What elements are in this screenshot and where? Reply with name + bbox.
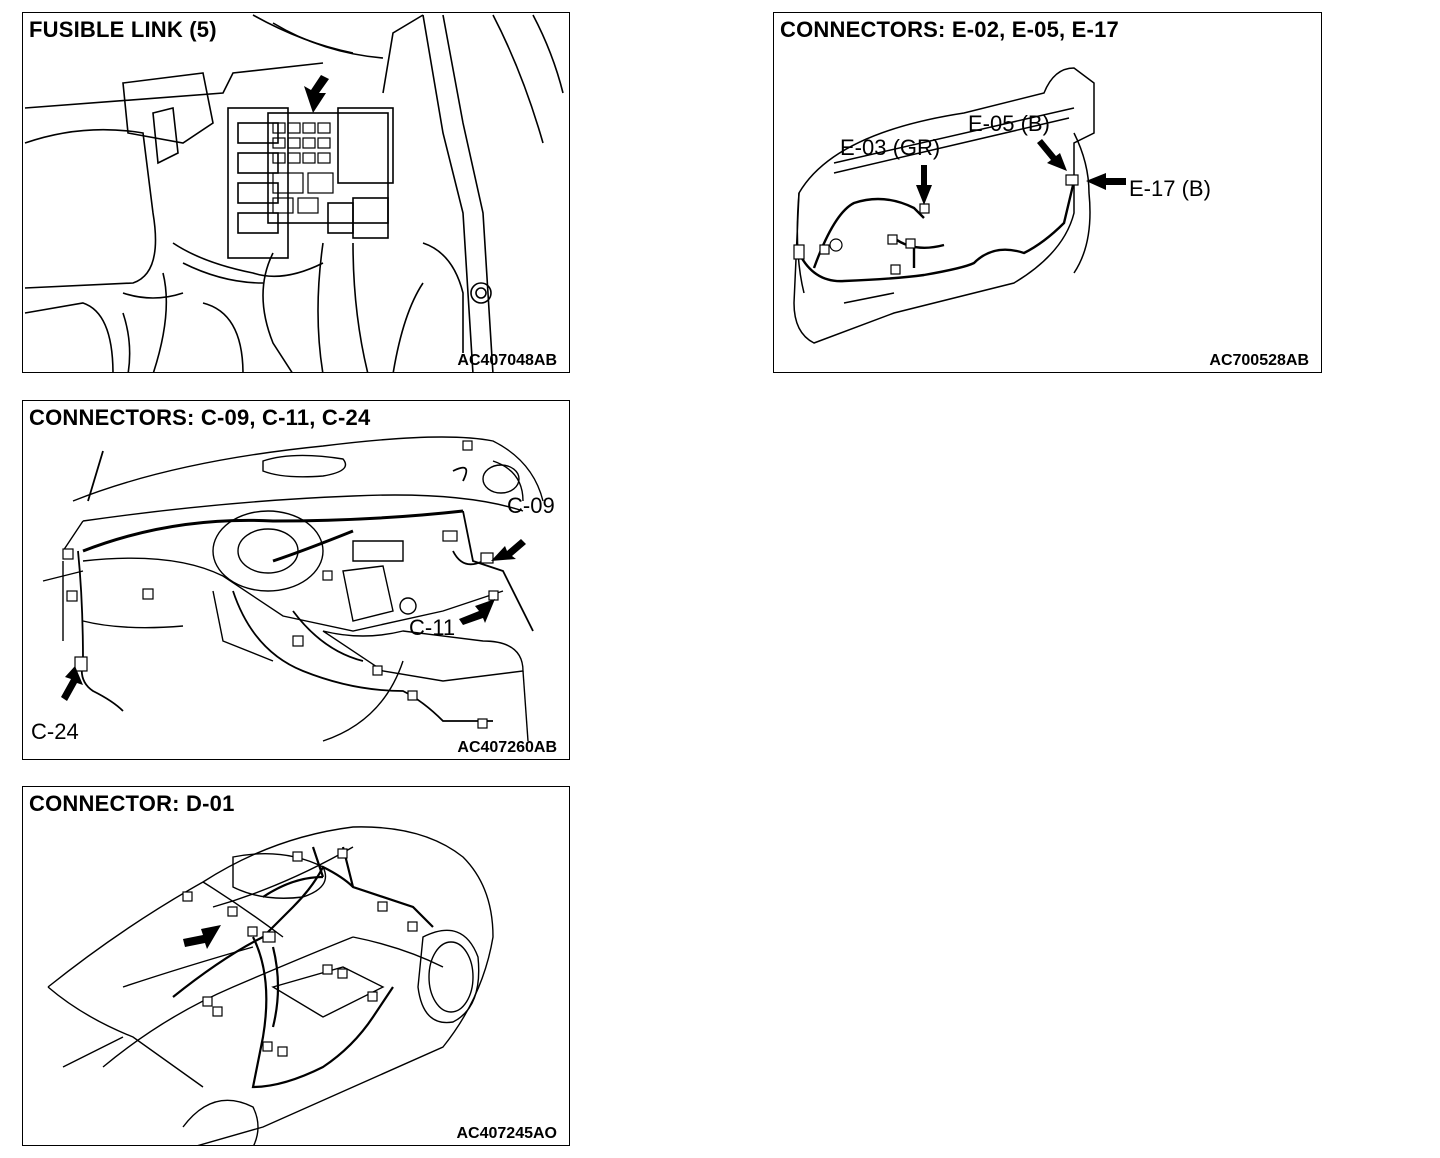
panel-door-connectors: CONNECTORS: E-02, E-05, E-17 E-03 (GR) E… — [773, 12, 1322, 373]
figure-code: AC407260AB — [457, 739, 557, 756]
figure-code: AC407048AB — [457, 352, 557, 369]
callout-c-11: C-11 — [409, 615, 456, 640]
callout-e-17: E-17 (B) — [1129, 176, 1211, 201]
panel-title: CONNECTORS: C-09, C-11, C-24 — [29, 405, 371, 430]
callout-e-03: E-03 (GR) — [840, 135, 941, 160]
callout-c-09: C-09 — [507, 493, 555, 518]
door-harness-illustration — [793, 67, 1126, 344]
fusible-link-illustration — [24, 14, 564, 372]
panel-body-connector: CONNECTOR: D-01 AC407245AO — [22, 786, 570, 1146]
callout-e-05: E-05 (B) — [968, 111, 1050, 136]
panel-fusible-link: FUSIBLE LINK (5) AC407048AB — [22, 12, 570, 373]
panel-title: FUSIBLE LINK (5) — [29, 17, 217, 42]
panel-dash-connectors: CONNECTORS: C-09, C-11, C-24 C-09 C-11 C… — [22, 400, 570, 760]
panel-title: CONNECTOR: D-01 — [29, 791, 235, 816]
dash-harness-illustration — [42, 436, 544, 742]
figure-code: AC407245AO — [456, 1125, 558, 1142]
figure-code: AC700528AB — [1209, 352, 1309, 369]
callout-c-24: C-24 — [31, 719, 79, 744]
panel-title: CONNECTORS: E-02, E-05, E-17 — [780, 17, 1119, 42]
body-harness-illustration — [47, 826, 494, 1145]
